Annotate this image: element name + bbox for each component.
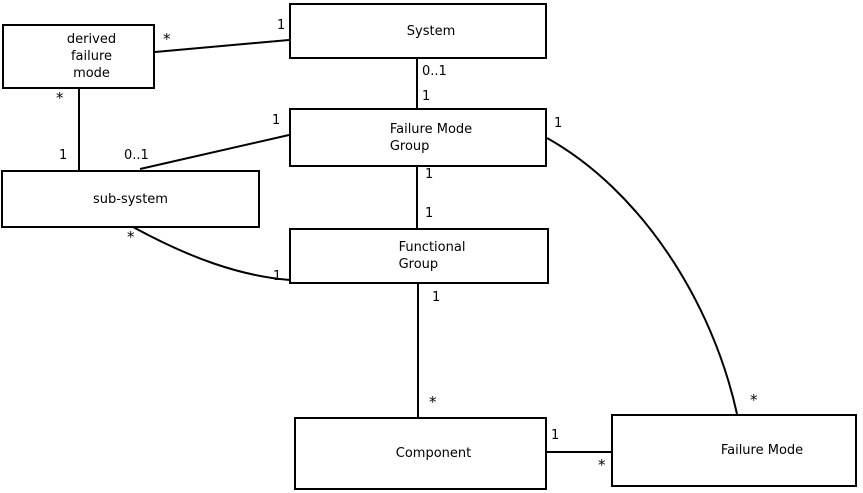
edge-subsystem-to-functional-group [132,226,291,281]
node-label-failure-mode-group: Failure Mode Group [389,121,473,154]
multiplicity-subsystem-fg-far: 1 [273,269,282,284]
multiplicity-system-fmg-top: 0..1 [422,64,447,79]
edge-derived-to-system [154,39,290,53]
multiplicity-derived-system-near: * [163,30,171,48]
node-label-failure-mode: Failure Mode [720,443,804,458]
multiplicity-fmg-fg-top: 1 [425,167,434,182]
multiplicity-subsystem-fmg-near: 0..1 [124,148,149,163]
multiplicity-subsystem-fg-near: * [127,228,135,246]
multiplicity-fg-component-top: 1 [432,290,441,305]
node-label-system: System [406,23,456,39]
node-label-functional-group: Functional Group [398,240,466,272]
edge-subsystem-to-failure-mode-group [139,134,290,170]
multiplicity-derived-subsystem-top: * [56,89,64,107]
node-failure-mode-group[interactable]: Failure Mode Group [289,108,547,167]
node-label-derived-failure-mode: derived failure mode [66,32,117,81]
multiplicity-derived-system-far: 1 [277,18,286,33]
node-label-component: Component [395,446,472,461]
multiplicity-component-fm-right: * [598,456,606,474]
node-system[interactable]: System [289,3,547,59]
multiplicity-fmg-fm-bottom: * [750,391,758,409]
multiplicity-component-fm-left: 1 [551,428,560,443]
node-component[interactable]: Component [294,417,547,490]
multiplicity-fmg-fm-top: 1 [554,116,563,131]
multiplicity-derived-subsystem-bottom: 1 [59,148,68,163]
multiplicity-fg-component-bottom: * [429,393,437,411]
node-failure-mode[interactable]: Failure Mode [611,414,857,487]
node-sub-system[interactable]: sub-system [1,170,260,228]
node-functional-group[interactable]: Functional Group [289,228,549,284]
multiplicity-system-fmg-bottom: 1 [422,89,431,104]
multiplicity-subsystem-fmg-far: 1 [272,113,281,128]
multiplicity-fmg-fg-bottom: 1 [425,206,434,221]
node-label-sub-system: sub-system [93,191,168,207]
node-derived-failure-mode[interactable]: derived failure mode [2,24,155,89]
edge-failure-mode-group-to-failure-mode [546,137,738,415]
